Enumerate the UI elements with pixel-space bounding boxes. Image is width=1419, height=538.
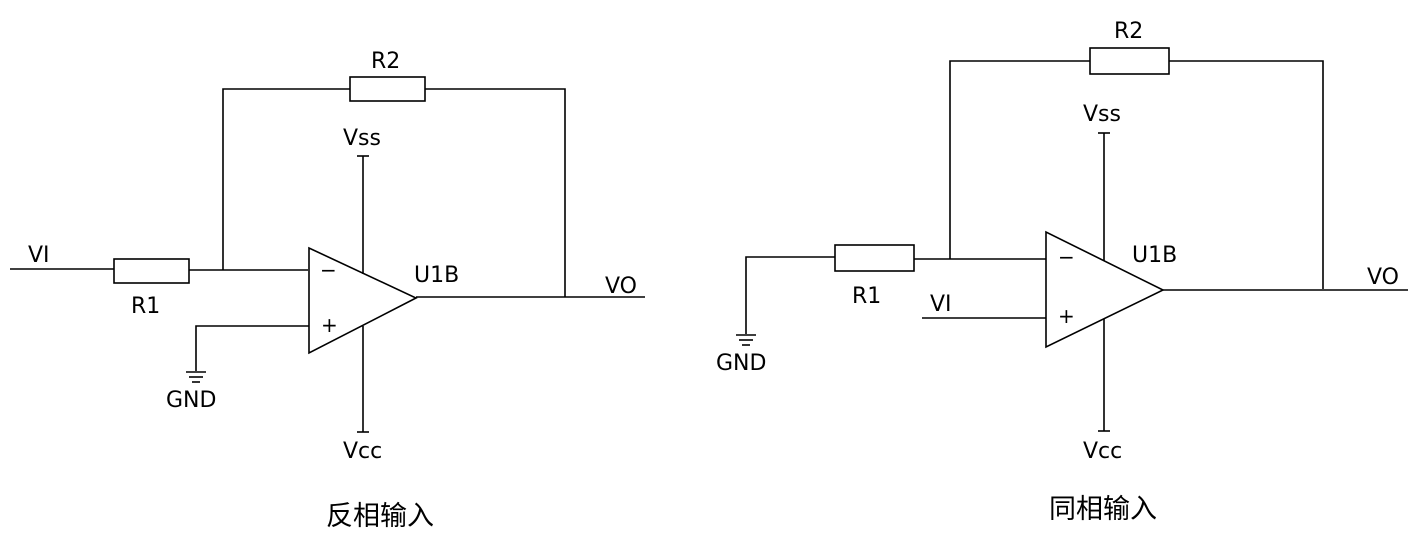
r1-label: R1: [852, 284, 881, 309]
r2-resistor: [349, 76, 426, 102]
non-inverting-caption: 同相输入: [1049, 494, 1157, 525]
gnd-wire: [745, 256, 835, 334]
r2-feedback-left-wire: [949, 60, 1090, 259]
gnd-wire: [195, 325, 309, 371]
opamp-label: U1B: [1132, 243, 1177, 268]
inverting-amplifier-circuit: VI R1 R2 Vss Vcc GND U1B VO − + 反相输入: [10, 49, 645, 532]
plus-sign: +: [321, 313, 338, 337]
vo-label: VO: [605, 274, 637, 299]
gnd-label: GND: [716, 351, 766, 376]
r2-label: R2: [1114, 19, 1143, 44]
plus-sign: +: [1058, 304, 1075, 328]
vcc-label: Vcc: [343, 439, 382, 464]
ground-icon: [186, 371, 206, 383]
ground-icon: [736, 334, 756, 346]
vi-label: VI: [930, 292, 952, 317]
r1-resistor: [834, 244, 915, 272]
r2-label: R2: [371, 49, 400, 74]
inverting-caption: 反相输入: [326, 501, 434, 532]
minus-sign: −: [320, 258, 337, 282]
vcc-label: Vcc: [1083, 439, 1122, 464]
non-inverting-amplifier-circuit: VI R1 R2 Vss Vcc GND U1B VO − + 同相输入: [716, 19, 1408, 525]
vi-label: VI: [28, 243, 50, 268]
r2-feedback-right-wire: [425, 88, 566, 297]
r1-label: R1: [131, 294, 160, 319]
r2-feedback-right-wire: [1169, 60, 1324, 289]
minus-sign: −: [1058, 245, 1075, 269]
vss-label: Vss: [1083, 102, 1121, 127]
vss-label: Vss: [343, 126, 381, 151]
r2-resistor: [1089, 47, 1170, 75]
vo-label: VO: [1367, 265, 1399, 290]
r1-resistor: [113, 258, 190, 284]
r2-feedback-left-wire: [222, 88, 350, 270]
opamp-label: U1B: [414, 263, 459, 288]
gnd-label: GND: [166, 388, 216, 413]
